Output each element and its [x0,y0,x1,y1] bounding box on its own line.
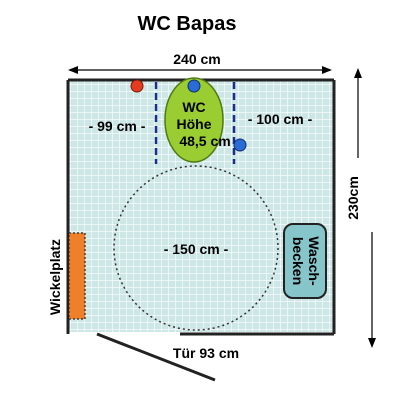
top-dimension-label: 240 cm [173,51,220,67]
turning-circle-label: - 150 cm - [164,241,229,257]
sink-label: Wasch- becken [290,236,322,286]
blue-marker-side [233,138,247,152]
clearance-lines [154,82,236,164]
plan-title: WC Bapas [138,13,237,35]
sink-label-line2: becken [290,237,306,285]
toilet [164,77,224,163]
blue-marker-top [187,79,201,93]
door-label: Tür 93 cm [173,345,239,361]
sink-label-line1: Wasch- [306,236,322,286]
changing-table [68,232,86,320]
door-swing-line [96,332,216,382]
right-gap-label: - 100 cm - [248,111,313,127]
left-gap-label: - 99 cm - [89,118,146,134]
top-dimension-line [68,50,332,74]
toilet-label-line1: WC [182,99,205,115]
turning-circle [113,165,279,331]
toilet-label-line2: Höhe [177,116,212,132]
red-marker [130,79,144,93]
sink [283,223,327,299]
changing-table-label: Wickelplatz [47,239,63,315]
right-dimension-line [354,68,376,348]
toilet-label-line3: 48,5 cm [179,133,230,149]
right-dimension-label: 230cm [345,176,361,220]
